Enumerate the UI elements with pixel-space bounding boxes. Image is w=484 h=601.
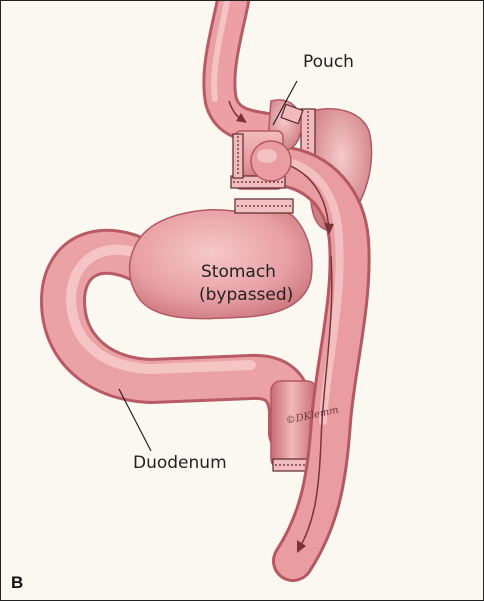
stomach-label: Stomach <box>201 262 276 282</box>
esophagus <box>214 1 267 129</box>
panel-letter: B <box>11 573 23 593</box>
stomach-bypassed-label: (bypassed) <box>199 285 293 305</box>
duodenum-label: Duodenum <box>133 453 227 473</box>
pouch-label: Pouch <box>303 52 354 72</box>
